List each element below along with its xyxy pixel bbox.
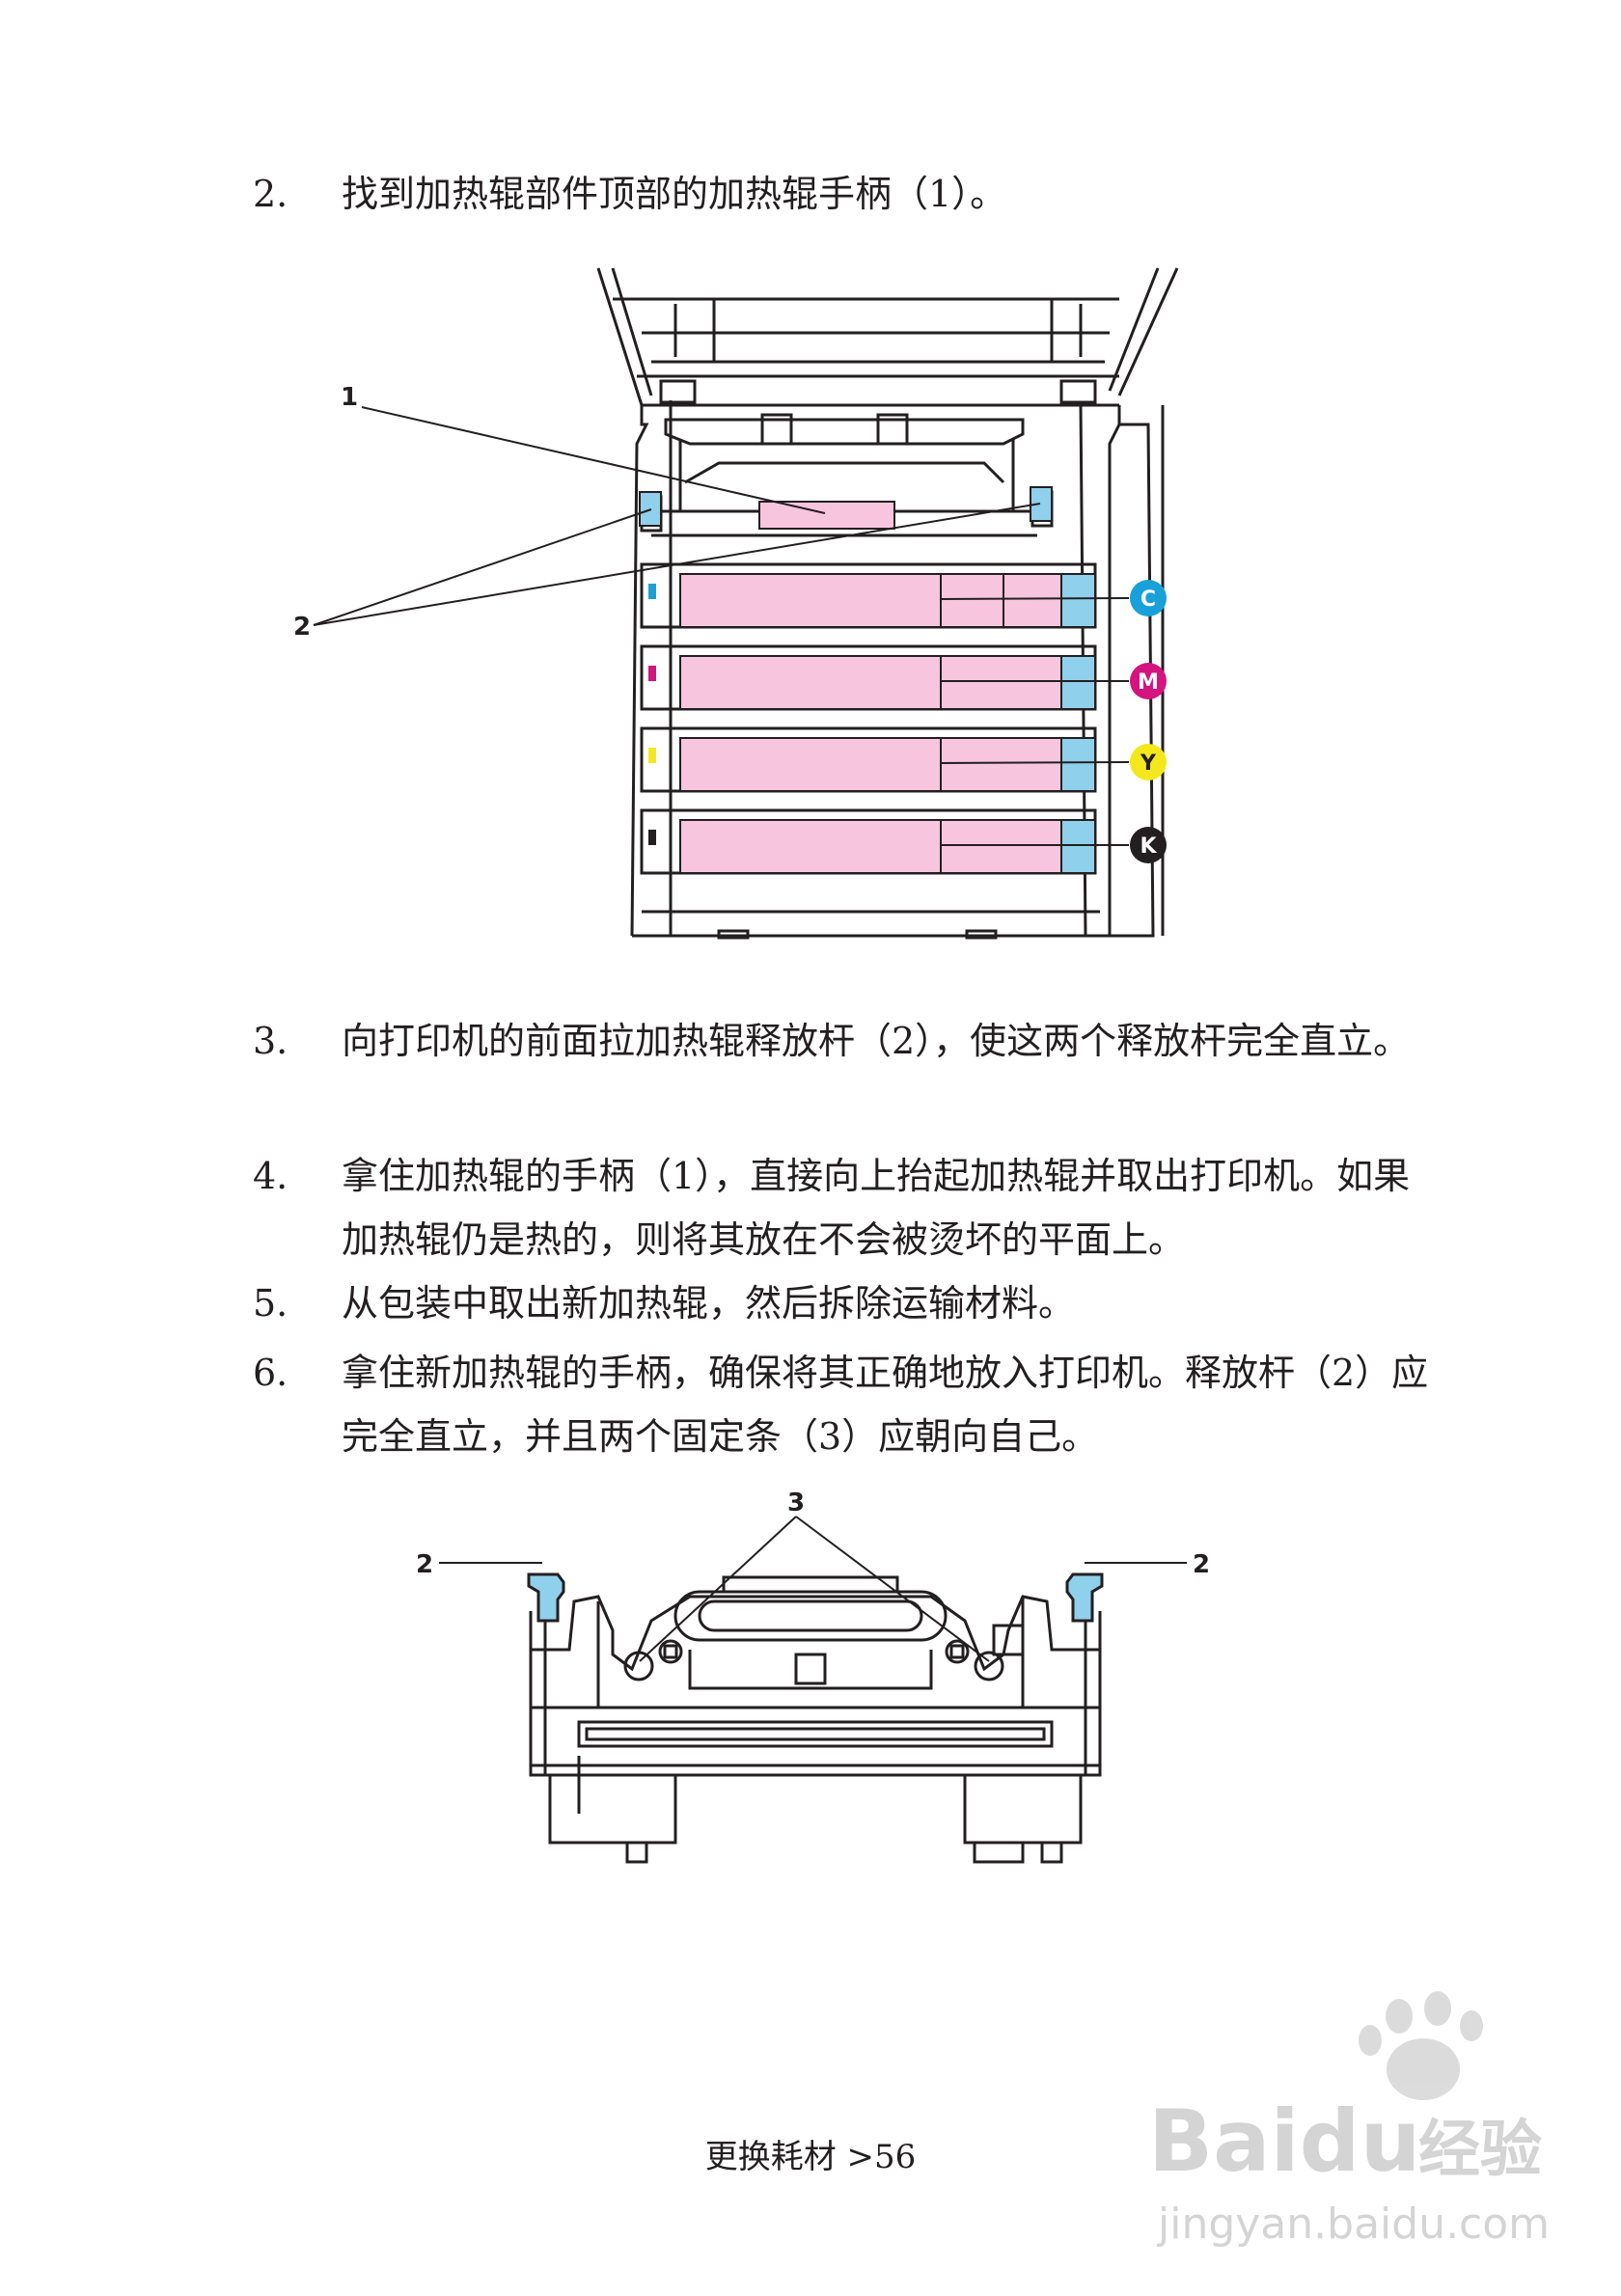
step-number: 2. (253, 173, 288, 215)
step-6: 6. 拿住新加热辊的手柄，确保将其正确地放入打印机。释放杆（2）应完全直立，并且… (253, 1341, 1440, 1468)
svg-text:K: K (1140, 834, 1157, 859)
step-text: 找到加热辊部件顶部的加热辊手柄（1）。 (342, 173, 1007, 215)
fuser-right-release-lever (1065, 1572, 1104, 1623)
color-badge-c: C (1130, 580, 1167, 616)
svg-text:Y: Y (1140, 752, 1157, 776)
cartridge-m (640, 644, 1097, 711)
svg-text:C: C (1140, 588, 1156, 612)
step-4: 4. 拿住加热辊的手柄（1），直接向上抬起加热辊并取出打印机。如果加热辊仍是热的… (253, 1144, 1440, 1271)
fig2-callout-left-2: 2 (416, 1550, 433, 1579)
cartridge-c (640, 562, 1097, 629)
right-release-lever (1030, 486, 1053, 522)
cartridge-k (640, 808, 1097, 875)
color-badge-m: M (1130, 663, 1167, 699)
color-badge-y: Y (1130, 744, 1167, 780)
watermark-url: jingyan.baidu.com (1157, 2200, 1550, 2249)
step-text: 从包装中取出新加热辊，然后拆除运输材料。 (342, 1282, 1076, 1325)
step-number: 3. (253, 1020, 288, 1062)
page-footer: 更换耗材 >56 (704, 2138, 917, 2176)
color-badge-k: K (1130, 827, 1167, 863)
step-text: 拿住加热辊的手柄（1），直接向上抬起加热辊并取出打印机。如果加热辊仍是热的，则将… (342, 1155, 1411, 1261)
callout-1: 1 (341, 383, 358, 412)
step-number: 5. (253, 1282, 288, 1325)
fig2-callout-right-2: 2 (1193, 1550, 1210, 1579)
fuser-left-release-lever (527, 1572, 565, 1623)
step-2: 2. 找到加热辊部件顶部的加热辊手柄（1）。 (253, 162, 1440, 226)
step-number: 4. (253, 1155, 288, 1197)
watermark-brand-cn: 经验 (1418, 2115, 1542, 2186)
step-3: 3. 向打印机的前面拉加热辊释放杆（2），使这两个释放杆完全直立。 (253, 1009, 1440, 1136)
fuser-handle-highlight (758, 501, 895, 530)
callout-2: 2 (293, 613, 311, 642)
cartridge-y (640, 726, 1097, 793)
step-text: 拿住新加热辊的手柄，确保将其正确地放入打印机。释放杆（2）应完全直立，并且两个固… (342, 1352, 1429, 1458)
fuser-unit-diagram: 2 2 3 (416, 1489, 1210, 1864)
baidu-jingyan-watermark: Baidu 经验 jingyan.baidu.com (1148, 1991, 1550, 2249)
svg-text:M: M (1138, 670, 1159, 695)
printer-interior-diagram: 1 2 C M Y K (293, 267, 1179, 940)
watermark-brand: Baidu (1148, 2091, 1420, 2191)
step-text: 向打印机的前面拉加热辊释放杆（2），使这两个释放杆完全直立。 (342, 1020, 1411, 1062)
step-number: 6. (253, 1352, 288, 1394)
step-5: 5. 从包装中取出新加热辊，然后拆除运输材料。 (253, 1271, 1440, 1335)
fig2-callout-3: 3 (787, 1489, 805, 1517)
